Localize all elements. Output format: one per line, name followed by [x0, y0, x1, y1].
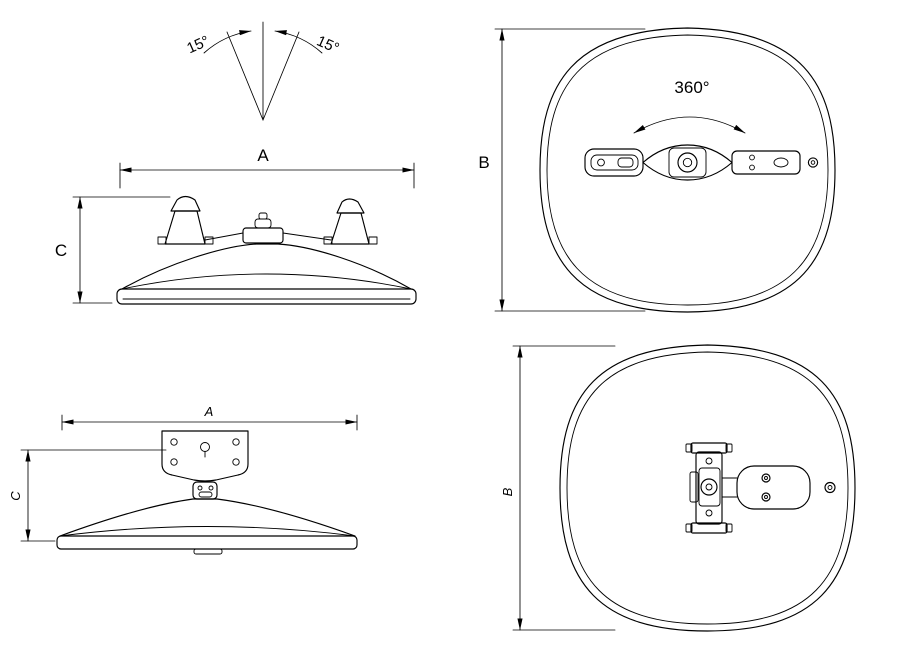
- hub-plate: [668, 147, 707, 178]
- screw-hole: [597, 158, 605, 167]
- dim-label-B-bottom: B: [500, 487, 515, 496]
- wing-top-outline: [121, 243, 412, 290]
- center-clamp: [242, 227, 284, 244]
- screw-dot: [810, 160, 816, 165]
- arm-slot: [617, 157, 634, 168]
- screw-dot: [764, 495, 768, 499]
- hub-circle-inner: [682, 157, 693, 168]
- bracket-foot: [157, 236, 167, 245]
- tilt-angle-annotation: 15° 15°: [184, 21, 342, 121]
- arm-right-plate: [731, 150, 801, 175]
- dim-height-top: B: [478, 28, 646, 312]
- tilt-angle-left-label: 15°: [184, 33, 212, 58]
- right-bracket-cap: [336, 198, 365, 214]
- arm-lens-body: [642, 144, 733, 181]
- bracket-foot: [323, 236, 333, 245]
- arm-pill: [736, 465, 811, 510]
- tilt-right-line: [262, 31, 300, 121]
- screw-hole: [807, 157, 819, 168]
- screw-hole: [749, 154, 755, 161]
- screw-dot: [764, 476, 768, 480]
- arm-left-bracket-inner: [590, 154, 639, 171]
- screw-hole: [232, 438, 240, 446]
- side-clamp: [689, 471, 699, 503]
- bracket-foot: [368, 236, 378, 245]
- crossbar-line: [204, 232, 244, 241]
- bar-nub: [685, 523, 693, 533]
- dim-width-side: A: [61, 404, 358, 431]
- squircle-outer: [559, 344, 856, 632]
- bracket-foot: [204, 236, 214, 245]
- screw-hole: [170, 438, 178, 446]
- mount-bracket: [695, 451, 723, 525]
- tilt-left-arc: [203, 30, 252, 54]
- hinge-slot: [198, 491, 213, 498]
- crossbar-line: [282, 232, 332, 241]
- mount-arm-bottom: [685, 442, 836, 534]
- screw-hole: [761, 492, 771, 502]
- hinge-neck: [192, 481, 218, 500]
- arm-right-slot: [773, 157, 789, 168]
- plate-center-hole: [200, 442, 210, 452]
- squircle-inner: [566, 351, 849, 625]
- bolt: [705, 457, 713, 465]
- screw-hole: [197, 485, 203, 491]
- tilt-left-line: [226, 31, 264, 121]
- left-bracket: [164, 210, 206, 245]
- squircle-outer: [539, 27, 836, 313]
- screw-dot: [827, 485, 833, 490]
- vesa-plate: [161, 430, 249, 482]
- bolt: [705, 509, 713, 517]
- top-view: B 360°: [478, 27, 836, 313]
- hub-circle: [700, 478, 718, 496]
- stand-base: [116, 288, 417, 305]
- rotation-arrow-arc: [633, 116, 746, 134]
- screw-hole: [170, 458, 178, 466]
- side-view: A C: [8, 404, 358, 555]
- wing-face-curve: [121, 273, 412, 290]
- dim-label-B-top: B: [478, 153, 489, 172]
- tilt-angle-right-label: 15°: [314, 33, 342, 58]
- dim-height-top-rotated: B: [500, 345, 616, 631]
- bar-nub: [725, 523, 733, 533]
- hub-plate: [698, 467, 721, 507]
- dim-label-C-front: C: [55, 241, 67, 260]
- base-bottom-tab: [193, 548, 223, 555]
- dim-width-front: A: [119, 146, 415, 189]
- bar-nub: [685, 443, 693, 453]
- rotation-360-label: 360°: [674, 78, 709, 97]
- bracket-bottom-bar: [690, 522, 728, 534]
- mount-arm-top: [584, 144, 819, 181]
- wing-top-outline: [59, 498, 356, 537]
- squircle-inner: [546, 34, 829, 306]
- screw-hole: [761, 473, 771, 483]
- stand-side-drawing: [56, 430, 358, 555]
- clamp-knob-top: [258, 212, 268, 220]
- hub-circle: [677, 152, 698, 173]
- wing-face-curve: [59, 526, 356, 537]
- arm-left-bracket: [584, 148, 644, 177]
- front-view: 15° 15° A C: [55, 21, 417, 305]
- rotation-annotation: 360°: [633, 78, 746, 134]
- screw-hole: [749, 164, 755, 171]
- stand-front-drawing: [116, 195, 417, 305]
- top-view-rotated: B: [500, 344, 856, 632]
- dim-label-C-side: C: [8, 491, 23, 501]
- tilt-right-arc: [274, 30, 323, 54]
- screw-hole: [208, 485, 214, 491]
- left-bracket-cap: [170, 195, 201, 212]
- screw-hole: [824, 481, 836, 494]
- dim-label-A-front: A: [257, 146, 269, 165]
- dim-label-A-side: A: [204, 404, 214, 419]
- dim-height-side: C: [8, 449, 167, 542]
- clamp-knob: [254, 218, 272, 229]
- bracket-top-bar: [690, 442, 728, 454]
- bar-nub: [725, 443, 733, 453]
- screw-hole: [232, 458, 240, 466]
- dim-height-front: C: [55, 196, 171, 304]
- right-bracket: [330, 212, 370, 245]
- stand-base: [56, 535, 358, 550]
- hub-circle-inner: [705, 483, 713, 491]
